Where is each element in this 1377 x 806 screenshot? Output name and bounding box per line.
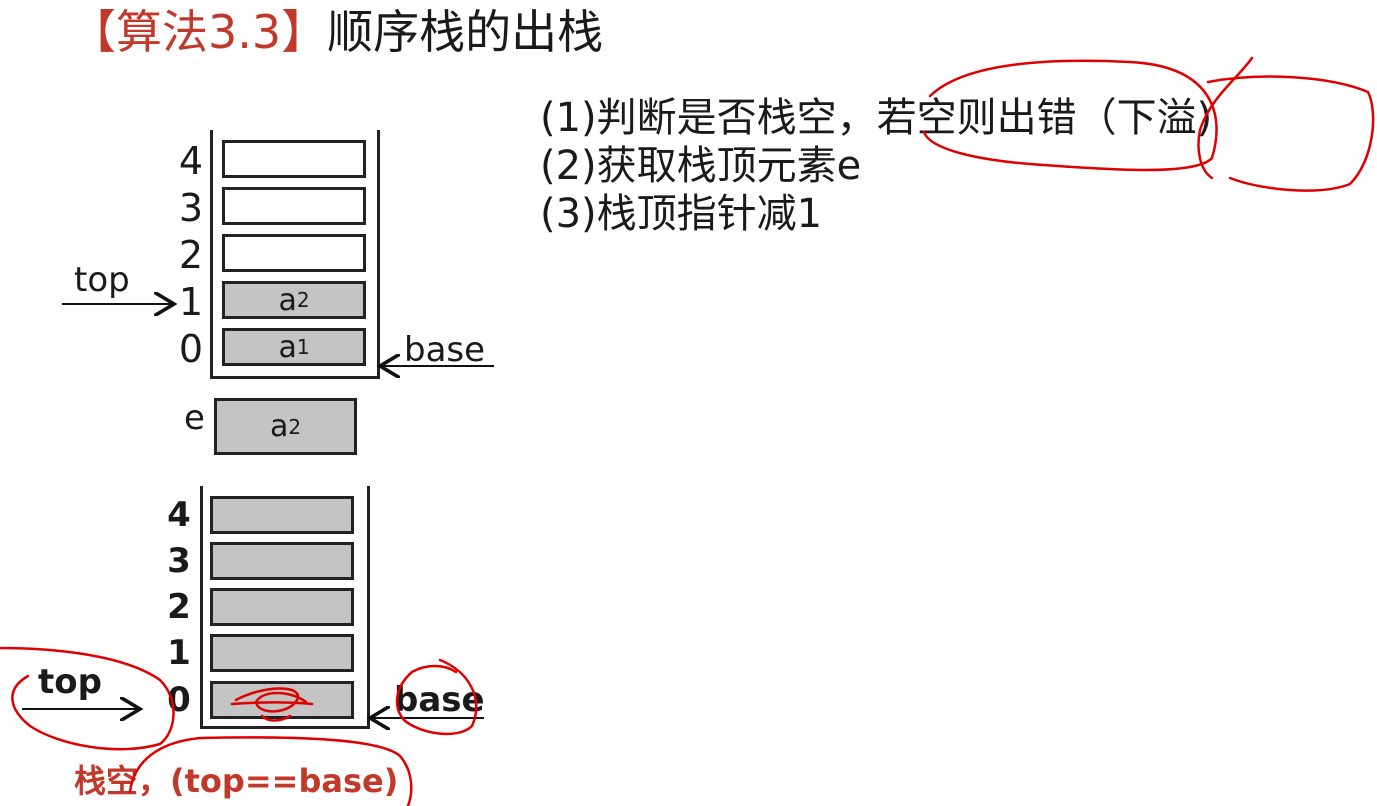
e-value-subscript: 2 — [288, 414, 302, 439]
stack-2-top-label: top — [38, 662, 102, 702]
algorithm-tag: 【算法3.3】 — [70, 5, 328, 59]
step-3: (3)栈顶指针减1 — [540, 191, 823, 237]
stack-2-frame — [200, 486, 370, 729]
cell-value-subscript: 1 — [296, 335, 310, 359]
empty-stack-note: 栈空，(top==base) — [74, 762, 399, 800]
slide-title: 【算法3.3】顺序栈的出栈 — [70, 2, 603, 62]
steps-list: (1)判断是否栈空，若空则出错（下溢) (2)获取栈顶元素e (3)栈顶指针减1 — [540, 94, 1212, 238]
stack-2-index-1: 1 — [167, 633, 191, 673]
stack-1-cell-2 — [222, 234, 366, 272]
step-1: (1)判断是否栈空，若空则出错（下溢) — [540, 95, 1213, 141]
stack-1-cell-3 — [222, 187, 366, 225]
cell-value: a — [278, 329, 297, 365]
stack-2-index-2: 2 — [167, 587, 191, 627]
stack-1-index-1: 1 — [178, 280, 204, 324]
cell-value: a — [278, 282, 297, 318]
step-2: (2)获取栈顶元素e — [540, 143, 862, 189]
stack-2-cell-0 — [210, 681, 354, 719]
title-text: 顺序栈的出栈 — [327, 5, 604, 59]
e-value: a — [269, 409, 289, 444]
underflow-bracket-mark — [1206, 75, 1375, 192]
stack-2-index-3: 3 — [167, 541, 191, 581]
stack-1-index-3: 3 — [178, 186, 204, 230]
stack-1-frame — [210, 130, 380, 379]
stack-1-index-2: 2 — [178, 233, 204, 277]
stack-1-cell-4 — [222, 140, 366, 178]
stack-2-cell-3 — [210, 542, 354, 580]
stack-2-index-4: 4 — [167, 495, 191, 535]
stack-2-cell-1 — [210, 634, 354, 672]
stack-2-cell-4 — [210, 496, 354, 534]
cell-value-subscript: 2 — [296, 288, 310, 312]
stack-1-index-0: 0 — [178, 327, 204, 371]
stack-1-base-label: base — [404, 330, 486, 370]
e-label: e — [184, 398, 205, 438]
stack-1-top-label: top — [74, 260, 130, 300]
stack-1-index-4: 4 — [178, 139, 204, 183]
stack-2-index-0: 0 — [167, 680, 191, 720]
stack-2-cell-2 — [210, 588, 354, 626]
stack-2-base-label: base — [394, 680, 485, 720]
